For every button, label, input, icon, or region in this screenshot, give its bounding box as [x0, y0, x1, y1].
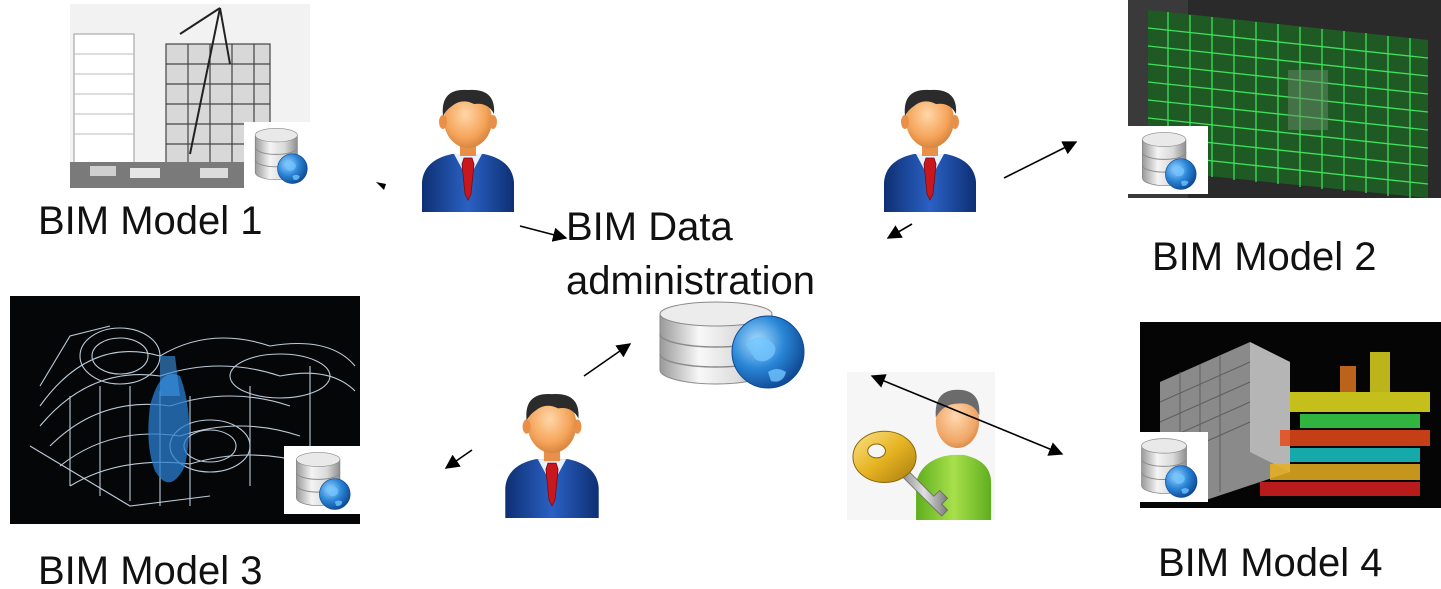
model-2-database-badge [1128, 126, 1208, 194]
arrow-to-model-1 [376, 182, 386, 190]
model-4-database-badge [1128, 432, 1208, 502]
arrow-user2-to-center [886, 223, 913, 239]
arrow-user3-to-center [583, 343, 632, 377]
center-title-line1: BIM Data [566, 205, 733, 249]
arrow-user3-to-model-3 [444, 449, 473, 469]
model-1-database-badge [244, 122, 314, 188]
model-3-database-badge [284, 446, 360, 514]
central-database-icon [654, 300, 812, 390]
model-3-label: BIM Model 3 [38, 549, 263, 589]
model-1-label: BIM Model 1 [38, 199, 263, 243]
model-2-label: BIM Model 2 [1152, 235, 1377, 279]
arrow-admin-center-model-4 [870, 374, 1064, 456]
model-4-label: BIM Model 4 [1158, 541, 1383, 585]
center-title-line2: administration [566, 259, 816, 303]
model-1-image [70, 4, 310, 188]
arrow-user1-to-center [519, 225, 568, 242]
arrow-user2-to-model-2 [1003, 141, 1078, 179]
